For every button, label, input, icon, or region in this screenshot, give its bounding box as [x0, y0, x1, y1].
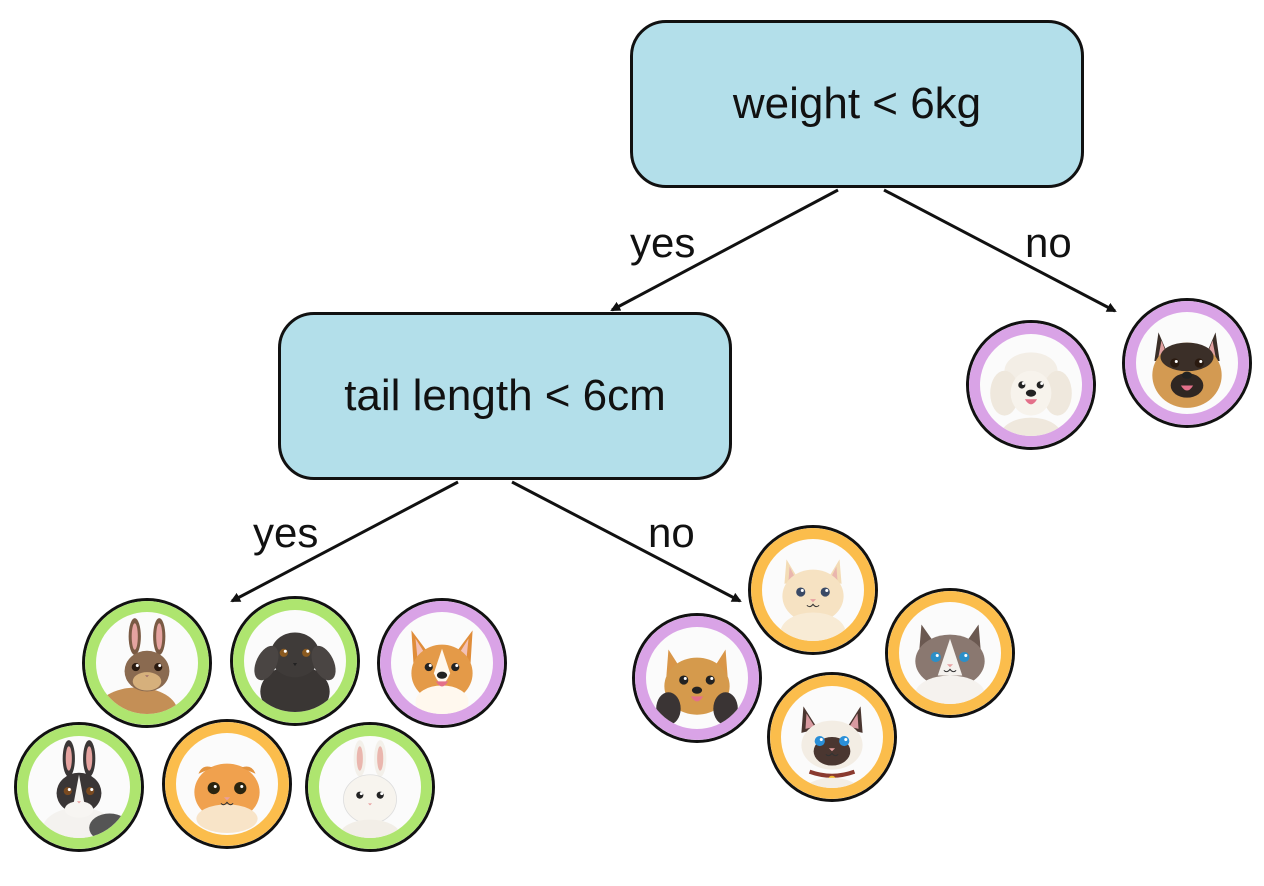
ragdoll-cat-icon [915, 624, 985, 704]
avatar-image [762, 539, 864, 641]
cream-cat-icon [780, 559, 846, 641]
black-lop-rabbit-icon [254, 632, 336, 712]
avatar-image [28, 736, 130, 838]
avatar-image [899, 602, 1001, 704]
avatar-scottish-fold-cat [162, 719, 292, 849]
edge-label-root-yes: yes [630, 219, 696, 266]
avatar-black-lop-rabbit [230, 596, 360, 726]
avatar-image [391, 612, 493, 714]
avatar-german-shepherd [1122, 298, 1252, 428]
corgi-icon [411, 630, 473, 714]
avatar-image [646, 627, 748, 729]
avatar-cream-fluffy-cat [748, 525, 878, 655]
decision-node-tail-length: tail length < 6cm [278, 312, 732, 480]
avatar-image [244, 610, 346, 712]
avatar-image [980, 334, 1082, 436]
edge-label-root-no: no [1025, 219, 1072, 266]
decision-node-weight: weight < 6kg [630, 20, 1084, 188]
avatar-poodle [966, 320, 1096, 450]
avatar-image [176, 733, 278, 835]
avatar-image [96, 612, 198, 714]
decision-node-label: weight < 6kg [732, 79, 982, 128]
avatar-image [781, 686, 883, 788]
scottish-fold-cat-icon [194, 763, 260, 833]
siamese-cat-icon [801, 706, 863, 788]
white-rabbit-icon [339, 740, 401, 838]
brown-rabbit-icon [96, 618, 178, 714]
edge-root-no [883, 188, 1117, 313]
avatar-corgi [377, 598, 507, 728]
poodle-icon [990, 352, 1072, 436]
avatar-ragdoll-cat [885, 588, 1015, 718]
decision-node-label: tail length < 6cm [344, 371, 666, 420]
avatar-yorkshire-terrier [632, 613, 762, 743]
avatar-brown-rabbit [82, 598, 212, 728]
yorkshire-terrier-icon [656, 649, 738, 725]
avatar-image [319, 736, 421, 838]
edge-label-tail-no: no [648, 509, 695, 556]
edge-label-tail-yes: yes [253, 509, 319, 556]
edge-root-yes [610, 188, 839, 312]
edge-tail-yes [230, 480, 459, 603]
dutch-rabbit-icon [42, 740, 130, 838]
german-shepherd-icon [1152, 332, 1222, 408]
avatar-dutch-rabbit [14, 722, 144, 852]
edge-tail-no [511, 480, 742, 603]
avatar-image [1136, 312, 1238, 414]
avatar-siamese-cat [767, 672, 897, 802]
avatar-white-rabbit [305, 722, 435, 852]
